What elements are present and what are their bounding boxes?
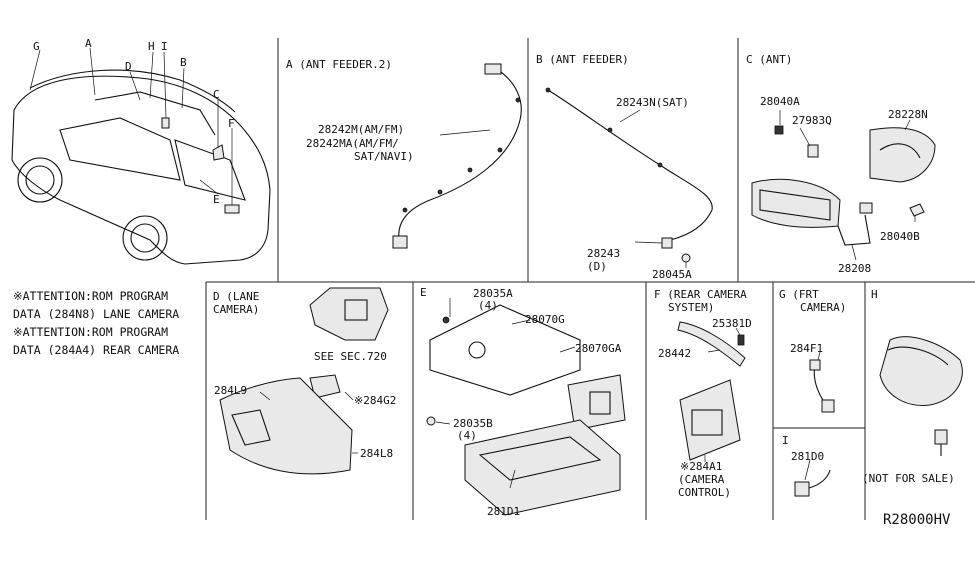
antenna-assembly xyxy=(751,110,936,261)
part-28035b-qty: (4) xyxy=(457,429,477,442)
callout-e: E xyxy=(213,193,220,206)
not-for-sale-label: (NOT FOR SALE) xyxy=(862,472,955,485)
callout-g: G xyxy=(33,40,40,53)
part-28045a: 28045A xyxy=(652,268,692,281)
section-i-header: I xyxy=(782,434,789,447)
part-28070ga: 28070GA xyxy=(575,342,622,355)
section-g-header-1: G (FRT xyxy=(779,288,819,301)
part-28243-d: (D) xyxy=(587,260,607,273)
section-c-header: C (ANT) xyxy=(746,53,792,66)
part-284l9: 284L9 xyxy=(214,384,247,397)
section-d-header-2: CAMERA) xyxy=(213,303,259,316)
callout-i: I xyxy=(161,40,168,53)
ant-feeder-harness xyxy=(545,87,713,268)
callout-h: H xyxy=(148,40,155,53)
module-bracket-assembly xyxy=(426,298,626,516)
part-28040b: 28040B xyxy=(880,230,920,243)
part-28243n: 28243N(SAT) xyxy=(616,96,689,109)
part-28208: 28208 xyxy=(838,262,871,275)
part-28242ma: 28242MA(AM/FM/ xyxy=(306,137,399,150)
section-g-header-2: CAMERA) xyxy=(800,301,846,314)
section-h-header: H xyxy=(871,288,878,301)
lane-camera-parts xyxy=(219,287,389,475)
part-28442: 28442 xyxy=(658,347,691,360)
note-line-4: DATA (284A4) REAR CAMERA xyxy=(13,343,179,357)
door-mirror xyxy=(879,336,963,456)
part-28040a: 28040A xyxy=(760,95,800,108)
callout-a: A xyxy=(85,37,92,50)
section-b-header: B (ANT FEEDER) xyxy=(536,53,629,66)
connector-281d0 xyxy=(794,459,831,497)
front-camera-harness xyxy=(809,351,835,413)
part-284a1-desc-2: CONTROL) xyxy=(678,486,731,499)
part-28228n: 28228N xyxy=(888,108,928,121)
part-28070g: 28070G xyxy=(525,313,565,326)
section-a-header: A (ANT FEEDER.2) xyxy=(286,58,392,71)
diagram-code: R28000HV xyxy=(883,512,951,528)
callout-b: B xyxy=(180,56,187,69)
section-e-header: E xyxy=(420,286,427,299)
part-284a1: ※284A1 xyxy=(680,460,722,473)
section-d-header-1: D (LANE xyxy=(213,290,259,303)
callout-f: F xyxy=(228,117,235,130)
part-281d0: 281D0 xyxy=(791,450,824,463)
part-28035a: 28035A xyxy=(473,287,513,300)
part-28242m: 28242M(AM/FM) xyxy=(318,123,404,136)
part-284f1: 284F1 xyxy=(790,342,823,355)
note-line-2: DATA (284N8) LANE CAMERA xyxy=(13,307,179,321)
part-281d1: 281D1 xyxy=(487,505,520,518)
part-28243: 28243 xyxy=(587,247,620,260)
part-28035a-qty: (4) xyxy=(478,299,498,312)
part-27983q: 27983Q xyxy=(792,114,832,127)
note-line-3: ※ATTENTION:ROM PROGRAM xyxy=(13,325,168,339)
part-284g2: ※284G2 xyxy=(354,394,396,407)
vehicle-overview xyxy=(11,47,271,265)
callout-d: D xyxy=(125,60,132,73)
section-f-header-2: SYSTEM) xyxy=(668,301,714,314)
part-25381d: 25381D xyxy=(712,317,752,330)
ant-feeder-2-harness xyxy=(392,63,522,249)
see-sec-720: SEE SEC.720 xyxy=(314,350,387,363)
part-28035b: 28035B xyxy=(453,417,493,430)
callout-c: C xyxy=(213,88,220,101)
rear-camera-parts xyxy=(677,321,746,462)
part-284l8: 284L8 xyxy=(360,447,393,460)
part-28242ma-sub: SAT/NAVI) xyxy=(354,150,414,163)
part-284a1-desc-1: (CAMERA xyxy=(678,473,725,486)
section-dividers xyxy=(205,38,975,520)
section-f-header-1: F (REAR CAMERA xyxy=(654,288,747,301)
note-line-1: ※ATTENTION:ROM PROGRAM xyxy=(13,289,168,303)
